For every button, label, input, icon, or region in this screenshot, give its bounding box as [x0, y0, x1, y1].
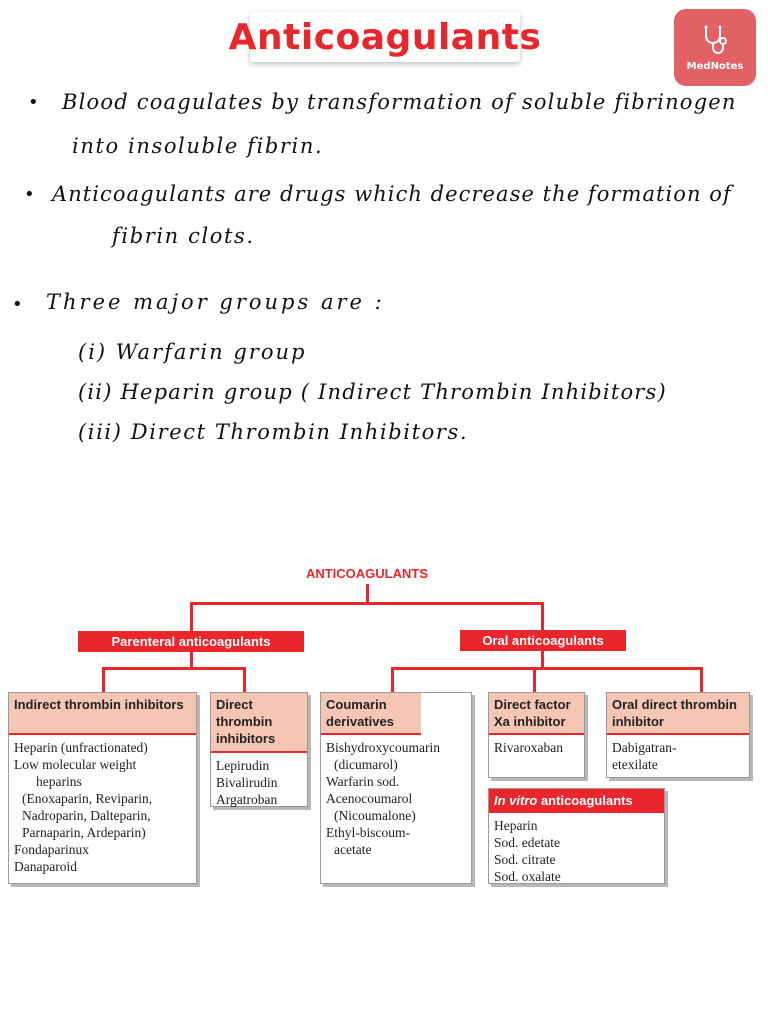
logo-text: MedNotes — [686, 61, 744, 72]
box-body: Heparin (unfractionated) Low molecular w… — [9, 735, 196, 879]
note-line: Three major groups are : — [46, 290, 385, 314]
drug-item: Sod. citrate — [494, 852, 556, 867]
bullet-marker: • — [24, 184, 35, 205]
diagram-title: ANTICOAGULANTS — [305, 566, 429, 581]
drug-item: Danaparoid — [14, 859, 77, 874]
drug-item: Nadroparin, Dalteparin, — [22, 808, 151, 823]
drug-item: Acenocoumarol — [326, 791, 413, 806]
connector-line — [391, 667, 394, 693]
connector-line — [366, 584, 369, 604]
drug-item: Heparin (unfractionated) — [14, 740, 148, 755]
box-direct-factor-xa-inhibitor: Direct factor Xa inhibitor Rivaroxaban — [488, 692, 585, 778]
drug-item: Low molecular weight — [14, 757, 137, 772]
drug-item: (Nicoumalone) — [334, 808, 416, 823]
connector-line — [541, 602, 544, 630]
box-oral-direct-thrombin-inhibitor: Oral direct thrombin inhibitor Dabigatra… — [606, 692, 750, 778]
group-item: (ii) Heparin group ( Indirect Thrombin I… — [78, 380, 667, 404]
drug-item: Warfarin sod. — [326, 774, 400, 789]
box-body: Dabigatran- etexilate — [607, 735, 749, 777]
drug-item: etexilate — [612, 757, 658, 772]
bullet-marker: • — [12, 294, 23, 315]
mednotes-logo: MedNotes — [674, 9, 756, 86]
connector-line — [190, 602, 544, 605]
box-header: Coumarin derivatives — [321, 693, 421, 735]
branch-parenteral: Parenteral anticoagulants — [78, 631, 304, 652]
box-direct-thrombin-inhibitors: Direct thrombin inhibitors Lepirudin Biv… — [210, 692, 308, 807]
drug-item: Lepirudin — [216, 758, 270, 773]
drug-item: Dabigatran- — [612, 740, 677, 755]
drug-item: Heparin — [494, 818, 538, 833]
group-item: (iii) Direct Thrombin Inhibitors. — [78, 420, 469, 444]
note-line: into insoluble fibrin. — [72, 134, 324, 158]
drug-item: Argatroban — [216, 792, 278, 807]
box-coumarin-derivatives: Coumarin derivatives Bishydroxycoumarin … — [320, 692, 472, 884]
note-line: Blood coagulates by transformation of so… — [62, 90, 737, 114]
bullet-marker: • — [28, 92, 39, 113]
box-header-italic: In vitro — [494, 793, 538, 808]
drug-item: (Enoxaparin, Reviparin, — [22, 791, 153, 806]
page-title-text: Anticoagulants — [228, 16, 542, 58]
box-header: Direct factor Xa inhibitor — [489, 693, 584, 735]
drug-item: heparins — [36, 774, 82, 789]
drug-item: Ethyl-biscoum- — [326, 825, 410, 840]
box-header: Direct thrombin inhibitors — [211, 693, 307, 753]
branch-oral: Oral anticoagulants — [460, 630, 626, 651]
connector-line — [533, 667, 536, 693]
drug-item: Rivaroxaban — [494, 740, 563, 755]
drug-item: acetate — [334, 842, 372, 857]
box-header-rest: anticoagulants — [537, 793, 633, 808]
drug-item: Fondaparinux — [14, 842, 89, 857]
note-line: fibrin clots. — [112, 224, 255, 248]
note-line: Anticoagulants are drugs which decrease … — [52, 182, 732, 206]
connector-line — [190, 602, 193, 632]
drug-item: Bishydroxycoumarin — [326, 740, 440, 755]
drug-item: Sod. oxalate — [494, 869, 561, 884]
connector-line — [102, 667, 246, 670]
drug-item: Sod. edetate — [494, 835, 560, 850]
group-item: (i) Warfarin group — [78, 340, 307, 364]
connector-line — [190, 652, 193, 668]
box-body: Rivaroxaban — [489, 735, 584, 760]
drug-item: (dicumarol) — [334, 757, 398, 772]
box-body: Bishydroxycoumarin (dicumarol) Warfarin … — [321, 735, 471, 862]
box-indirect-thrombin-inhibitors: Indirect thrombin inhibitors Heparin (un… — [8, 692, 197, 884]
page-title: Anticoagulants — [229, 12, 541, 62]
box-header: In vitro anticoagulants — [489, 789, 664, 813]
connector-line — [391, 667, 703, 670]
connector-line — [700, 667, 703, 693]
drug-item: Parnaparin, Ardeparin) — [22, 825, 146, 840]
connector-line — [541, 651, 544, 668]
box-in-vitro-anticoagulants: In vitro anticoagulants Heparin Sod. ede… — [488, 788, 665, 884]
connector-line — [243, 667, 246, 693]
box-body: Lepirudin Bivalirudin Argatroban — [211, 753, 307, 812]
stethoscope-icon — [704, 25, 727, 54]
box-header: Oral direct thrombin inhibitor — [607, 693, 749, 735]
connector-line — [102, 667, 105, 693]
anticoagulant-classification-diagram: ANTICOAGULANTS Parenteral anticoagulants… — [0, 560, 768, 900]
box-body: Heparin Sod. edetate Sod. citrate Sod. o… — [489, 813, 664, 889]
box-header: Indirect thrombin inhibitors — [9, 693, 196, 735]
drug-item: Bivalirudin — [216, 775, 278, 790]
